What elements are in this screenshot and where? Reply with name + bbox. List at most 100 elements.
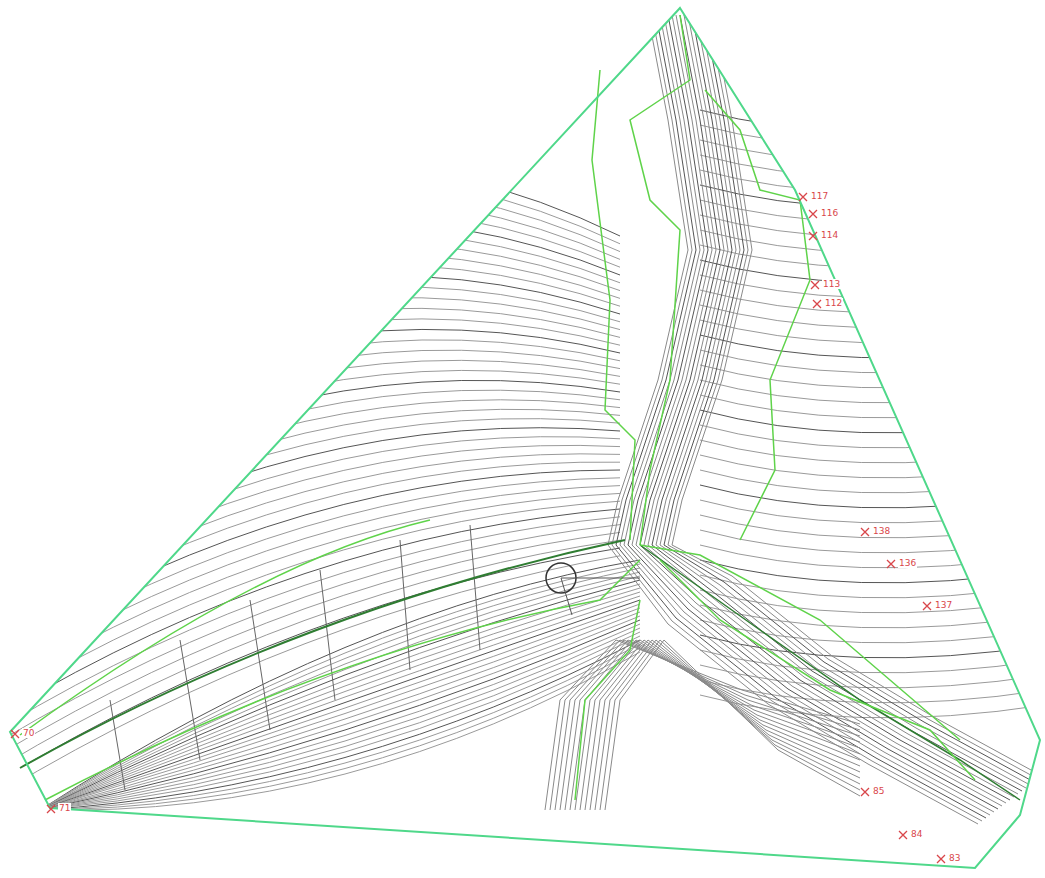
contour-line [700,185,1045,208]
contour-line [700,485,1045,508]
contour-line [40,616,640,810]
contour-line [0,380,620,520]
contour-line [40,624,640,810]
contour-line [700,545,1045,568]
break-line [640,545,1020,800]
contour-line [545,640,860,810]
contour-line [40,620,640,810]
break-line [630,15,690,545]
contour-line [0,454,620,624]
contour-line [0,340,620,468]
contour-line [700,425,1045,448]
contour-line [700,350,1045,373]
station-line [561,578,640,615]
contour-line [668,15,1038,779]
break-line [640,545,960,740]
contour-line [575,640,860,810]
contour-line [0,254,620,364]
break-lines [20,15,1020,800]
contour-line [0,478,620,663]
road-edge [20,520,430,735]
break-line [705,90,810,540]
point-number: 85 [872,786,885,796]
contour-line [700,335,1045,358]
point-number: 70 [22,728,35,738]
contour-line [250,600,270,730]
contour-line [700,200,1045,223]
point-marker [899,831,907,839]
contour-line [700,590,1045,613]
contour-line [700,140,1045,163]
contour-line [0,175,620,273]
contour-line [624,15,994,812]
point-marker [861,528,869,536]
point-marker [937,855,945,863]
contour-line [570,640,860,810]
contour-line [664,15,1034,782]
contour-line [565,640,860,810]
contour-line [0,437,620,598]
contour-line [700,320,1045,343]
contour-line [700,380,1045,403]
point-number: 84 [910,829,923,839]
point-number: 116 [820,208,839,218]
contour-line [652,15,1022,791]
contour-line [672,15,1042,776]
contour-line [0,232,620,338]
contour-line [700,440,1045,463]
contour-line [40,640,640,810]
contour-line [40,648,640,810]
site-boundary [10,8,1040,868]
contour-line [555,640,860,810]
contour-line [40,592,640,810]
contour-line [0,400,620,546]
contour-line [620,15,990,815]
point-number: 117 [810,191,829,201]
contour-line [560,640,860,810]
contour-line [0,209,620,312]
contour-line [40,596,640,810]
point-marker [809,232,817,240]
contour-line [640,15,1010,800]
contour-line [0,220,620,325]
contour-line [400,540,410,670]
contour-line [0,329,620,455]
contour-line [700,170,1045,193]
contour-line [700,395,1045,418]
contour-line [0,298,620,416]
contour-line [0,390,620,533]
contour-line [40,604,640,810]
point-number: 137 [934,600,953,610]
point-marker [861,788,869,796]
contour-line [40,644,640,810]
contour-line [0,243,620,351]
contour-line [40,652,640,810]
contour-line [0,445,620,611]
contour-line [0,548,620,780]
contour-line [616,15,986,818]
contour-line [605,640,860,810]
contour-line [700,410,1045,433]
contour-line [700,560,1045,583]
contour-line [0,462,620,637]
point-number: 83 [948,853,961,863]
contour-lines [0,15,1045,824]
contour-line [0,198,620,299]
point-marker [11,730,19,738]
contour-line [700,365,1045,388]
contour-line [580,640,860,810]
contour-line [700,125,1045,148]
point-marker [923,602,931,610]
contour-line [40,600,640,810]
contour-line [0,350,620,481]
point-number: 114 [820,230,839,240]
contour-line [585,640,860,810]
contour-line [470,525,480,650]
contour-line [0,493,620,689]
contour-line [180,640,200,760]
point-number: 71 [58,803,71,813]
break-line [575,600,640,800]
contour-line [700,515,1045,538]
